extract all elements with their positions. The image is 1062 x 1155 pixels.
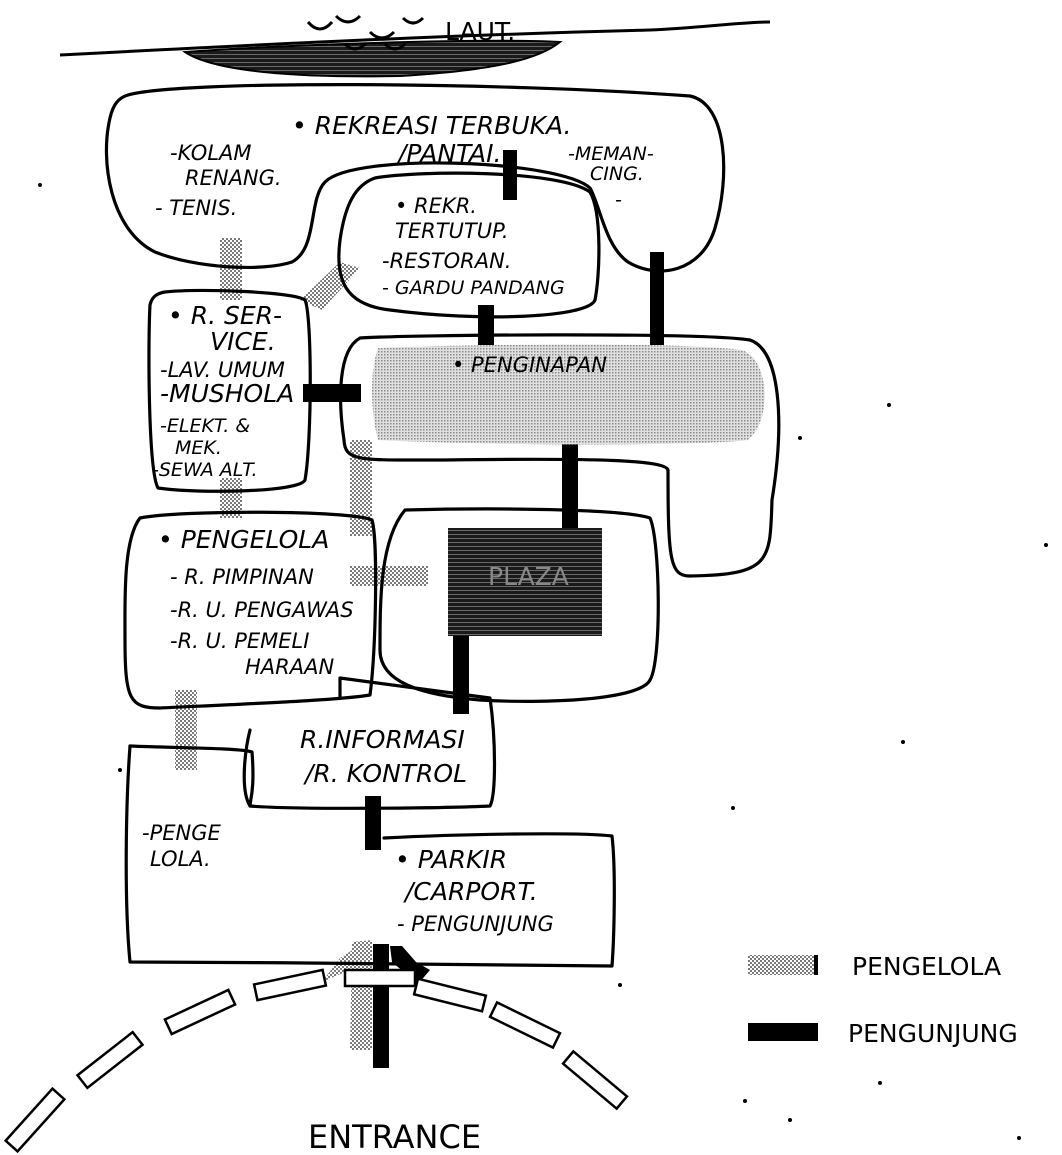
pengelola-item: -R. U. PENGAWAS [170,598,354,622]
pengelola-item: - R. PIMPINAN [170,565,314,589]
parkir-title: /CARPORT. [403,877,538,906]
gate-segment [412,977,488,1013]
pengunjung-path [650,252,664,345]
pengelola-path [220,238,242,300]
pengelola-path [350,940,372,1050]
gate-segment [3,1086,67,1154]
service-title: • R. SER- [168,301,282,330]
gate-segment [488,1000,562,1050]
rekreasi-tertutup-title: TERTUTUP. [395,219,509,243]
boat-icon [343,42,367,51]
legend-item-pengelola: PENGELOLA [748,952,1001,981]
boat-icons [306,14,425,51]
gate-segment [252,968,328,1002]
parkir-title: • PARKIR [395,845,507,874]
parkir-pengelola: -PENGE [142,821,221,845]
gate-segment [163,988,237,1036]
legend-item-pengunjung: PENGUNJUNG [748,1019,1018,1048]
boat-icon [334,14,362,24]
pengelola-title: • PENGELOLA [158,525,329,554]
sea: LAUT. [59,14,771,78]
penginapan-fill [372,344,765,445]
rekreasi-tertutup-item: -RESTORAN. [382,249,511,273]
zone-rekreasi-tertutup: • REKR. TERTUTUP. -RESTORAN. - GARDU PAN… [337,171,601,319]
zone-informasi: R.INFORMASI /R. KONTROL [242,676,497,810]
zone-plaza: PLAZA [378,507,660,703]
rekreasi-terbuka-item: RENANG. [185,166,282,190]
service-item: -LAV. UMUM [160,358,285,382]
legend-swatch-pengunjung [748,1023,818,1041]
plaza-hatch [448,528,602,636]
rekreasi-terbuka-item: -MEMAN- [568,143,654,165]
stray-dots [38,183,1048,1140]
penginapan-title: • PENGINAPAN [452,353,607,377]
zone-parkir: • PARKIR /CARPORT. - PENGUNJUNG -PENGE L… [124,744,616,968]
service-item: -ELEKT. & [160,415,250,437]
service-item: -MUSHOLA [160,379,294,408]
boat-icon [306,20,334,31]
entrance-label: ENTRANCE [308,1118,481,1155]
rekreasi-terbuka-item: - [615,189,622,211]
gate-segment [561,1049,629,1111]
rekreasi-tertutup-item: - GARDU PANDANG [382,277,565,299]
informasi-line1: R.INFORMASI [300,725,465,754]
rekreasi-terbuka-title: • REKREASI TERBUKA. [292,111,572,140]
pengelola-path [350,440,372,536]
parkir-pengelola: LOLA. [150,847,211,871]
legend-swatch-pengelola [748,955,818,975]
zone-pengelola: • PENGELOLA - R. PIMPINAN -R. U. PENGAWA… [123,510,378,710]
pengelola-circulation [175,238,428,1050]
rekreasi-terbuka-item: CING. [590,163,644,185]
rekreasi-terbuka-item: -KOLAM [170,141,252,165]
zone-service: • R. SER- VICE. -LAV. UMUM -MUSHOLA -ELE… [147,288,312,493]
pengelola-path [350,566,428,586]
service-item: MEK. [175,437,222,459]
informasi-line2: /R. KONTROL [303,759,467,788]
pengunjung-path [478,305,494,345]
zone-rekreasi-terbuka: • REKREASI TERBUKA. /PANTAI. -KOLAM RENA… [104,83,726,273]
boat-icon [368,30,396,40]
rekreasi-terbuka-item: /PANTAI. [396,139,501,168]
sea-label: LAUT. [445,17,515,46]
legend-label-pengunjung: PENGUNJUNG [848,1019,1018,1048]
entrance-gate [3,968,629,1154]
legend-label-pengelola: PENGELOLA [852,952,1001,981]
zone-penginapan: • PENGINAPAN [339,333,781,578]
legend: PENGELOLA PENGUNJUNG [748,952,1018,1048]
water-hatch [182,39,563,78]
gate-segment [343,968,417,988]
pengelola-path [220,478,242,518]
parkir-item: - PENGUNJUNG [397,912,554,936]
rekreasi-terbuka-item: - TENIS. [155,196,237,220]
boat-icon [401,16,425,25]
plaza-title: PLAZA [488,562,569,591]
pengunjung-path [453,636,469,714]
rekreasi-tertutup-title: • REKR. [395,194,477,218]
shoreline [59,20,771,57]
pengunjung-path [562,438,578,528]
pengelola-item: -R. U. PEMELI [170,629,309,653]
service-title: VICE. [210,327,276,356]
pengelola-item: HARAAN [245,655,334,679]
pengelola-path [175,690,197,770]
pengelola-path [300,262,360,310]
pengunjung-path [365,796,381,850]
boat-icon [383,42,407,51]
service-item: -SEWA ALT. [152,459,257,481]
gate-segment [75,1030,145,1090]
pengunjung-path [303,384,361,402]
